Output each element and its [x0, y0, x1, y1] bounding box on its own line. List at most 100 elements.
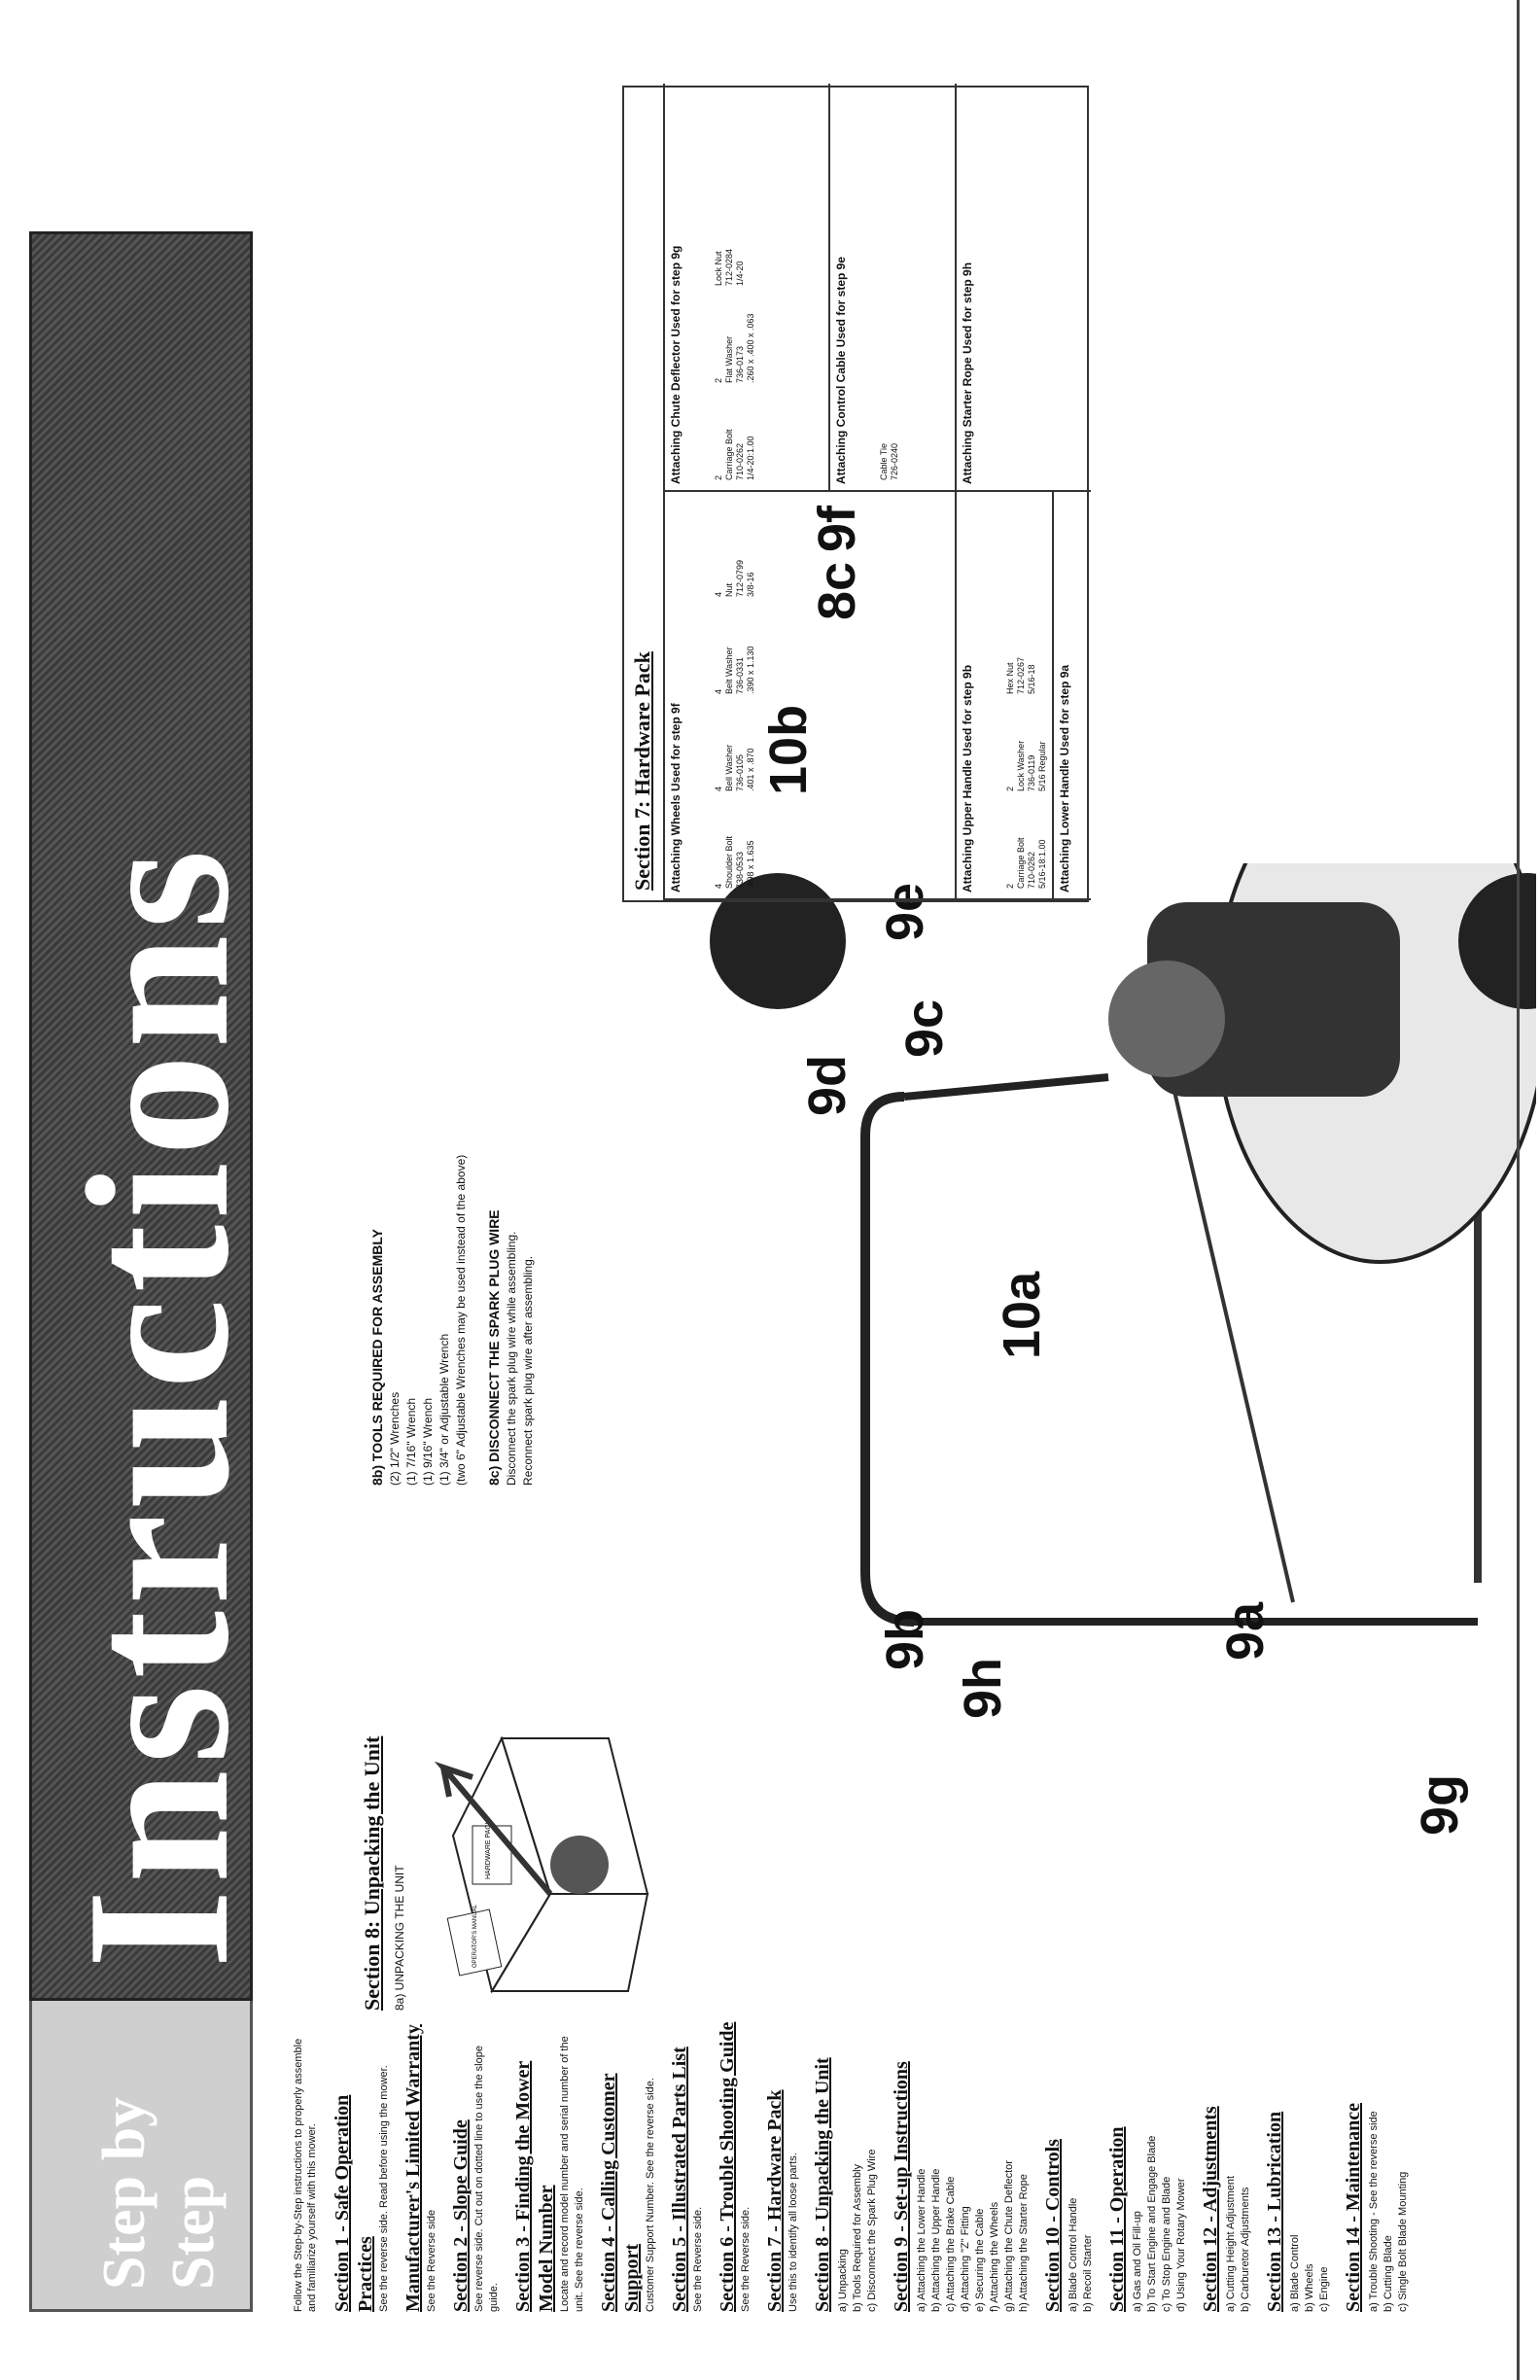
- hardware-cell: Attaching Control Cable Used for step 9e…: [828, 84, 955, 492]
- toc-section-desc: See the Reverse side: [426, 2209, 438, 2312]
- hardware-cell-title: Attaching Wheels Used for step 9f: [669, 703, 682, 892]
- front-wheel: [1458, 873, 1536, 1009]
- callout: 10a: [993, 1271, 1051, 1359]
- callout: 9a: [1216, 1601, 1275, 1661]
- instructions-banner: Instructions: [29, 231, 271, 2001]
- tool-item: (two 6" Adjustable Wrenches may be used …: [454, 1154, 468, 1486]
- toc-subitem: g) Attaching the Chute Deflector: [1003, 2160, 1015, 2312]
- part-name: Hex Nut: [1005, 662, 1015, 694]
- toc-subitem: a) Attaching the Lower Handle: [916, 2168, 928, 2312]
- part-size: 3/8-16: [746, 572, 755, 597]
- part-size: .390 x 1.130: [746, 646, 755, 694]
- toc-section: Section 3 - Finding the Mower Model Numb…: [511, 2020, 587, 2312]
- box-label-hardware: HARDWARE PACK: [485, 1820, 492, 1879]
- mower-illustration: [710, 863, 1536, 1627]
- toc-section-title: Section 2 - Slope Guide: [450, 2119, 472, 2312]
- callout: 9h: [954, 1657, 1012, 1719]
- callout: 9b: [876, 1608, 934, 1670]
- toc-section-title: Section 5 - Illustrated Parts List: [669, 2047, 690, 2312]
- manual-box: [446, 1908, 503, 1977]
- toc-section-desc: See reverse side. Cut out on dotted line…: [473, 2046, 500, 2312]
- hardware-pack-title: Section 7: Hardware Pack: [630, 651, 654, 891]
- toc-section-title: Section 14 - Maintenance: [1343, 2103, 1364, 2312]
- tool-item: (1) 3/4" or Adjustable Wrench: [438, 1333, 451, 1486]
- unpacking-title: Section 8: Unpacking the Unit: [360, 1735, 384, 2011]
- tools-section: 8b) TOOLS REQUIRED FOR ASSEMBLY (2) 1/2"…: [369, 1019, 622, 1486]
- toc-section-title: Manufacturer's Limited Warranty: [402, 2024, 424, 2312]
- hardware-cell-title: Attaching Lower Handle Used for step 9a: [1058, 664, 1071, 892]
- hardware-cell: Attaching Starter Rope Used for step 9h: [955, 84, 1091, 492]
- toc-subitem: b) Carburetor Adjustments: [1240, 2187, 1251, 2312]
- toc-section-title: Section 8 - Unpacking the Unit: [812, 2057, 833, 2312]
- part-name: Lock Washer: [1016, 740, 1026, 791]
- toc-section-desc: Customer Support Number. See the reverse…: [645, 2078, 656, 2312]
- toc-section-desc: See the reverse side. Read before using …: [378, 2065, 390, 2312]
- part-num: 736-0119: [1027, 754, 1036, 791]
- handle-right-rail: [903, 1073, 1109, 1101]
- part-num: 726-0240: [890, 442, 899, 480]
- hardware-cell: Attaching Chute Deflector Used for step …: [663, 84, 828, 492]
- part-qty: 2: [1005, 883, 1015, 889]
- toc-subitem: a) Gas and Oil Fill-up: [1132, 2211, 1143, 2312]
- toc-section-desc: Locate and record model number and seria…: [559, 2036, 585, 2312]
- tools-list: (2) 1/2" Wrenches (1) 7/16" Wrench (1) 9…: [387, 1019, 470, 1486]
- part-qty: 2: [714, 377, 723, 383]
- toc-subitem: b) Cutting Blade: [1382, 2235, 1394, 2312]
- toc-section-title: Section 12 - Adjustments: [1200, 2106, 1221, 2312]
- toc-section-title: Section 11 - Operation: [1106, 2126, 1128, 2312]
- footer-rule: [1517, 0, 1520, 2380]
- lift-arrow: [434, 1761, 553, 1896]
- toc-section-title: Section 1 - Safe Operation Practices: [332, 2094, 376, 2312]
- toc-subitem: c) Engine: [1318, 2266, 1330, 2312]
- part-name: Bell Washer: [724, 744, 734, 791]
- toc-subitem: a) Cutting Height Adjustment: [1225, 2175, 1237, 2312]
- upper-handle: [860, 1092, 915, 1627]
- part-name: Belt Washer: [724, 647, 734, 694]
- toc-section-desc: Use this to identify all loose parts.: [788, 2152, 799, 2312]
- part-size: .260 x .400 x .063: [746, 313, 755, 383]
- part-name: Flat Washer: [724, 335, 734, 383]
- part-num: 712-0799: [735, 559, 745, 597]
- part-num: 710-0262: [1027, 851, 1036, 889]
- part-qty: 2: [1005, 786, 1015, 791]
- toc-subitem: f) Attaching the Wheels: [989, 2201, 1000, 2312]
- spark-plug-title: 8c) DISCONNECT THE SPARK PLUG WIRE: [486, 1209, 502, 1486]
- part-num: 736-0331: [735, 656, 745, 694]
- part-size: .401 x .870: [746, 748, 755, 791]
- unpacking-illustration: HARDWARE PACK OPERATOR'S MANUAL: [434, 1735, 649, 1994]
- toc-subitem: a) Unpacking: [837, 2249, 849, 2312]
- spark-line: Reconnect spark plug wire after assembli…: [521, 1255, 535, 1486]
- toc-section-title: Section 13 - Lubrication: [1264, 2111, 1285, 2312]
- toc-subitem: c) Disconnect the Spark Plug Wire: [866, 2149, 878, 2312]
- tool-item: (2) 1/2" Wrenches: [388, 1391, 402, 1486]
- toc-section-title: Section 7 - Hardware Pack: [764, 2089, 786, 2313]
- part-name: Cable Tie: [879, 442, 889, 480]
- toc-section-title: Section 6 - Trouble Shooting Guide: [717, 2021, 738, 2312]
- toc-subitem: c) Single Bolt Blade Mounting: [1397, 2171, 1409, 2312]
- part-num: 738-0533: [735, 851, 745, 889]
- toc-section-title: Section 10 - Controls: [1042, 2139, 1064, 2312]
- table-of-contents: Follow the Step-by-Step instructions to …: [292, 2020, 1488, 2312]
- part-qty: 2: [714, 474, 723, 480]
- part-qty: 4: [714, 688, 723, 694]
- toc-section-desc: See the Reverse side.: [740, 2206, 752, 2312]
- unpacking-section: Section 8: Unpacking the Unit 8a) UNPACK…: [360, 1486, 681, 2011]
- hardware-cell-title: Attaching Starter Rope Used for step 9h: [961, 262, 974, 484]
- toc-subitem: b) To Start Engine and Engage Blade: [1146, 2135, 1158, 2312]
- hardware-pack-panel: Section 7: Hardware Pack Attaching Wheel…: [622, 84, 1091, 902]
- part-name: Carriage Bolt: [1016, 837, 1026, 889]
- rear-wheel: [710, 873, 846, 1009]
